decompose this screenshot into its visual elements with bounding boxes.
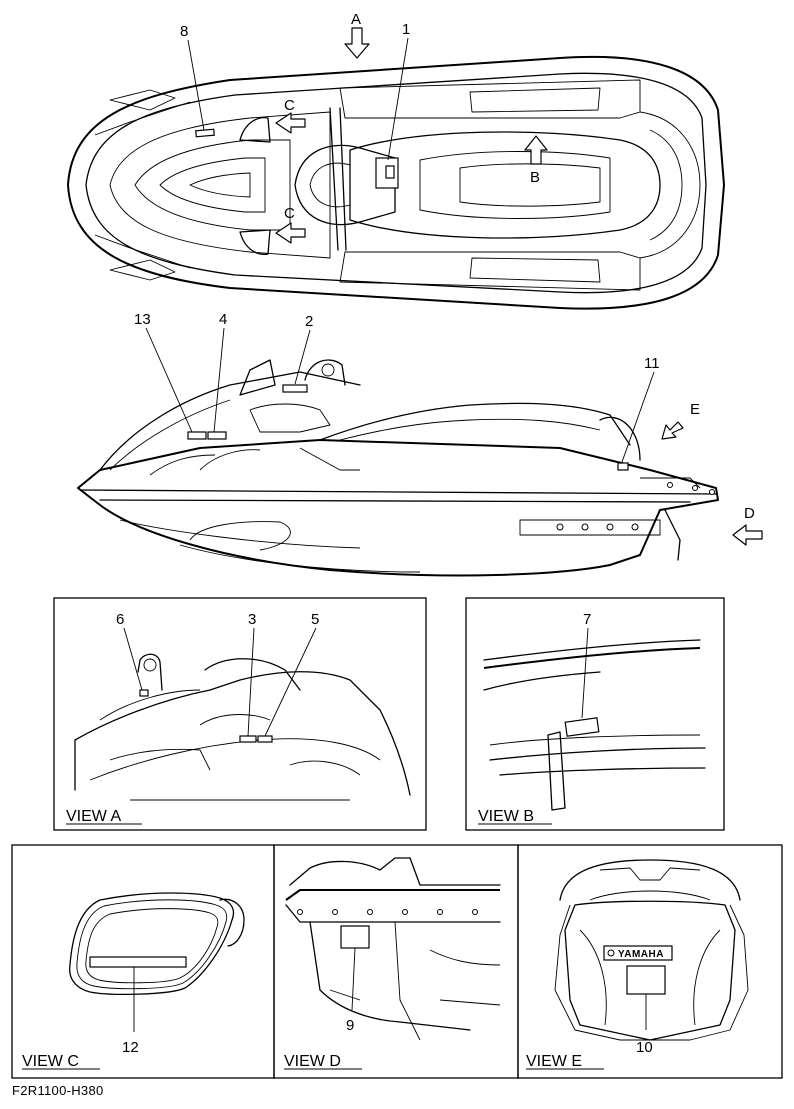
view-c-panel: VIEW C [11,844,275,1079]
view-arrow-a: A [344,11,370,59]
callout-12: 12 [122,967,139,1056]
svg-text:D: D [744,505,755,522]
view-d-panel: VIEW D [273,844,519,1079]
svg-text:VIEW A: VIEW A [66,808,121,825]
view-arrow-c-upper: C [275,97,306,134]
view-a-panel: VIEW A [53,597,427,831]
svg-text:VIEW D: VIEW D [284,1053,341,1070]
figure-code: F2R1100-H380 [12,1083,104,1098]
callout-9: 9 [346,947,356,1034]
svg-text:5: 5 [311,611,319,628]
svg-text:VIEW E: VIEW E [526,1053,582,1070]
svg-text:8: 8 [180,23,188,40]
side-view-craft [77,359,719,577]
svg-text:C: C [284,205,295,222]
view-arrow-b: B [524,135,548,186]
svg-text:2: 2 [305,313,313,330]
callout-5: 5 [264,611,319,737]
svg-text:A: A [351,11,361,28]
callout-8: 8 [180,23,205,131]
callout-6: 6 [116,611,143,691]
callout-13: 13 [134,311,193,433]
svg-text:E: E [690,401,700,418]
svg-text:9: 9 [346,1017,354,1034]
callout-10: 10 [636,994,653,1056]
view-b-panel: VIEW B [465,597,725,831]
callout-4: 4 [213,311,227,433]
svg-text:11: 11 [644,355,660,372]
svg-text:3: 3 [248,611,256,628]
plate-brand: YAMAHA [618,949,664,960]
svg-text:B: B [530,169,540,186]
svg-text:C: C [284,97,295,114]
svg-text:1: 1 [402,21,410,38]
view-arrow-d: D [732,505,763,546]
svg-text:7: 7 [583,611,591,628]
svg-text:10: 10 [636,1039,653,1056]
svg-text:VIEW B: VIEW B [478,808,534,825]
svg-text:12: 12 [122,1039,139,1056]
callout-1: 1 [387,21,410,161]
svg-text:4: 4 [219,311,227,328]
callout-7: 7 [581,611,591,719]
callout-11: 11 [621,355,660,463]
view-e-panel: YAMAHA VIEW E [517,844,783,1079]
svg-text:VIEW C: VIEW C [22,1053,79,1070]
view-arrow-c-lower: C [275,205,306,244]
top-view-craft [67,55,725,310]
callout-3: 3 [247,611,256,737]
callout-2: 2 [294,313,313,385]
view-arrow-e: E [661,401,700,440]
svg-text:13: 13 [134,311,151,328]
svg-text:6: 6 [116,611,124,628]
